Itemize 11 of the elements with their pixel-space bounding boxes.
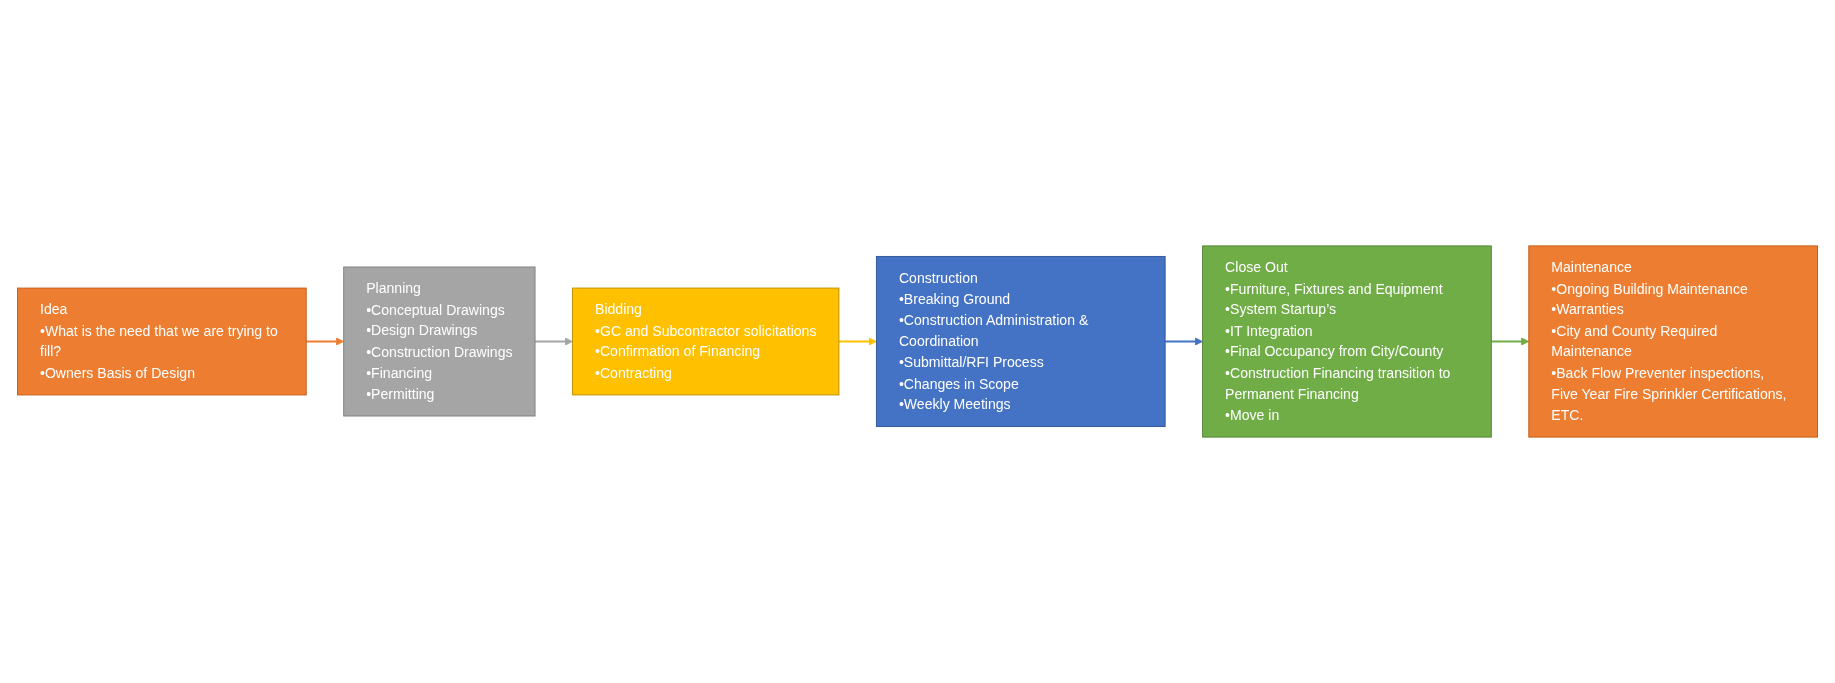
node-box: Construction •Breaking Ground •Construction Administration & Coordination •Submittal/RFI Process •Changes in Scope •Weekly Meetings [875,255,1166,428]
arrow [838,337,877,346]
node-box: Maintenance •Ongoing Building Maintenance •Warranties •City and County Required Maintenance •Back Flow Preventer inspections, Five Year Fire Sprinkler Certifications, ETC. [1528,245,1818,438]
arrow [305,337,345,346]
node-box: Close Out •Furniture, Fixtures and Equipment •System Startup’s •IT Integration •Final Occupancy from City/County •Construction Financing transition to Permanent Financing •Move in [1202,245,1492,438]
arrow [1164,337,1203,346]
arrow [534,337,573,346]
arrow [1490,337,1530,346]
node-box: Bidding •GC and Subcontractor solicitations •Confirmation of Financing •Contracting [572,287,840,396]
node-box: Idea •What is the need that we are trying to fill? •Owners Basis of Design [17,287,307,396]
node-box: Planning •Conceptual Drawings •Design Drawings •Construction Drawings •Financing •Permitting [343,266,536,417]
